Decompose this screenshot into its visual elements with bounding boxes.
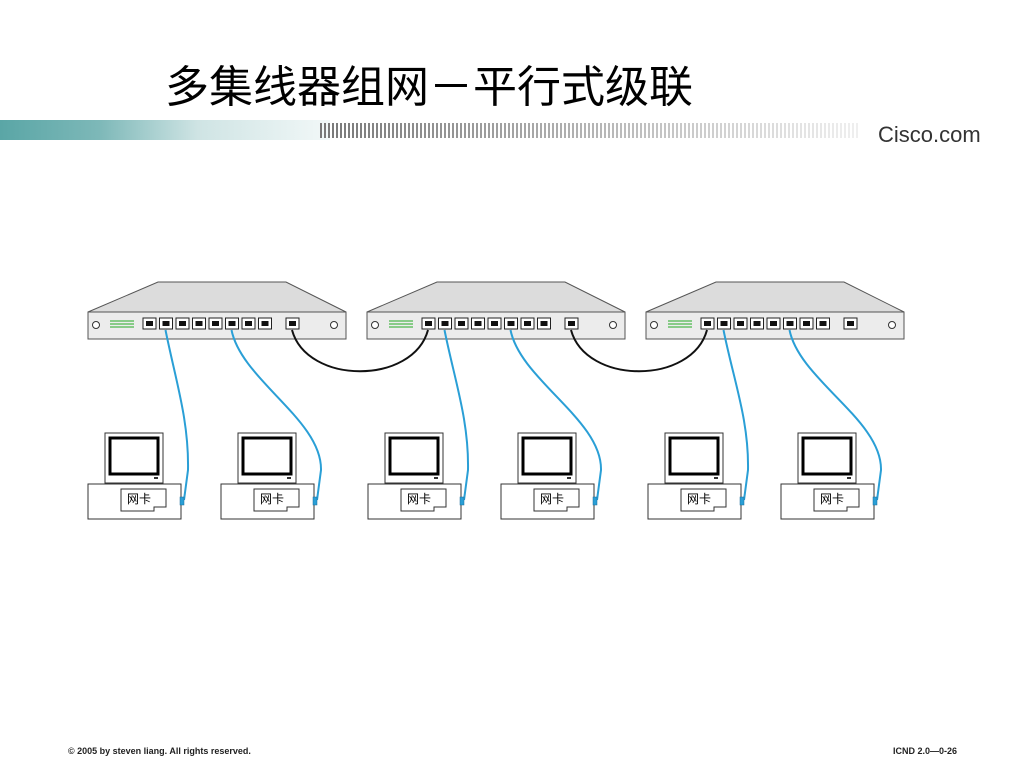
pc-cable-6 [788, 329, 883, 501]
pc-cable-3 [443, 329, 470, 501]
monitor-icon [517, 432, 577, 484]
monitor-icon [384, 432, 444, 484]
footer-copyright: © 2005 by steven liang. All rights reser… [68, 746, 251, 756]
nic-label: 网卡 [407, 492, 431, 506]
nic-card [400, 488, 447, 512]
header-decorative-bar [0, 118, 1024, 146]
cisco-logo: Cisco.com [878, 122, 981, 147]
nic-label: 网卡 [820, 492, 844, 506]
cascade-cable-2 [570, 329, 708, 373]
footer-course-code: ICND 2.0—0-26 [893, 746, 958, 756]
monitor-icon [104, 432, 164, 484]
computer-6: 网卡 [780, 432, 878, 520]
nic-label: 网卡 [127, 492, 151, 506]
nic-card [120, 488, 167, 512]
computer-1: 网卡 [87, 432, 185, 520]
pc-cable-1 [164, 329, 190, 501]
slide-title: 多集线器组网－平行式级联 [165, 62, 693, 113]
monitor-icon [797, 432, 857, 484]
pc-cable-2 [230, 329, 323, 501]
nic-label: 网卡 [540, 492, 564, 506]
nic-card [533, 488, 580, 512]
computer-5: 网卡 [647, 432, 745, 520]
nic-card [680, 488, 727, 512]
hub-2 [366, 281, 626, 340]
computer-3: 网卡 [367, 432, 465, 520]
nic-label: 网卡 [260, 492, 284, 506]
nic-label: 网卡 [687, 492, 711, 506]
pc-cable-5 [722, 329, 750, 501]
nic-card [253, 488, 300, 512]
computer-2: 网卡 [220, 432, 318, 520]
hub-1 [87, 281, 347, 340]
cascade-cable-1 [291, 329, 429, 373]
computer-4: 网卡 [500, 432, 598, 520]
monitor-icon [664, 432, 724, 484]
nic-card [813, 488, 860, 512]
monitor-icon [237, 432, 297, 484]
pc-cable-4 [509, 329, 603, 501]
hub-3 [645, 281, 905, 340]
